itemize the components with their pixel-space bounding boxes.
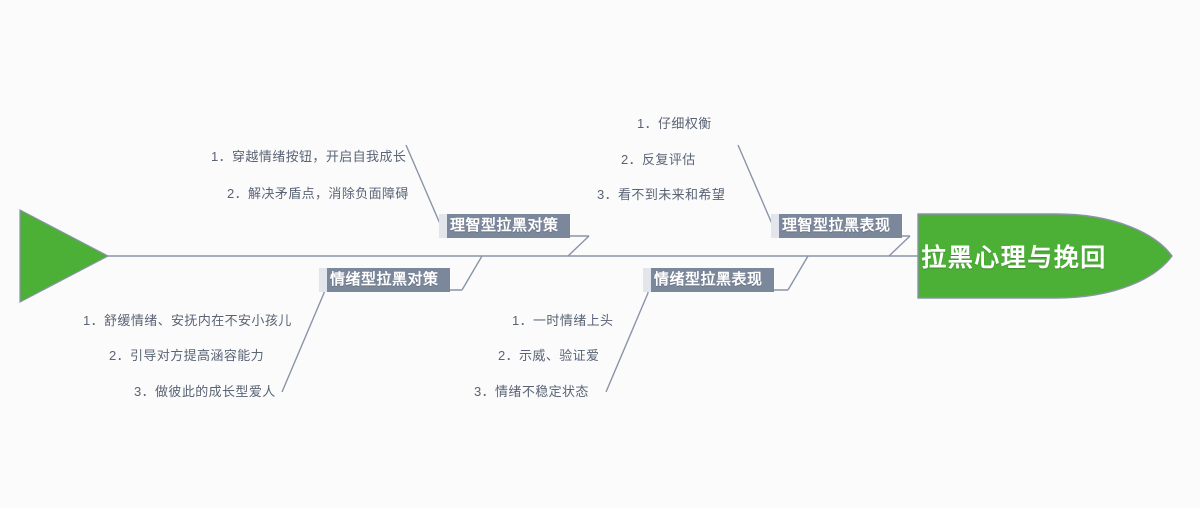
leaf-item-rational-manifestation-3: 3．看不到未来和希望 [597, 187, 726, 202]
branch-connector-rational-countermeasure [567, 235, 590, 257]
branch-connector-emotional-manifestation [787, 255, 809, 291]
leaf-item-emotional-countermeasure-1: 1．舒缓情绪、安抚内在不安小孩儿 [83, 313, 292, 328]
leaf-item-emotional-countermeasure-2: 2．引导对方提高涵容能力 [109, 348, 265, 363]
fish-tail-shape [19, 209, 110, 303]
category-label-emotional-countermeasure[interactable]: 情绪型拉黑对策 [319, 268, 450, 292]
category-label-text: 理智型拉黑对策 [450, 217, 559, 234]
branch-connector-emotional-countermeasure [461, 255, 483, 291]
fish-head-shape [917, 213, 1173, 299]
category-label-text: 情绪型拉黑对策 [330, 271, 439, 288]
branch-connector-rational-manifestation [888, 235, 911, 257]
fish-head: 拉黑心理与挽回 [916, 212, 1174, 300]
branch-line-emotional-countermeasure [281, 290, 325, 393]
category-label-rational-manifestation[interactable]: 理智型拉黑表现 [771, 214, 902, 238]
branch-line-emotional-manifestation [605, 290, 649, 393]
category-label-text: 情绪型拉黑表现 [654, 271, 763, 288]
leaf-item-emotional-manifestation-1: 1．一时情绪上头 [512, 313, 614, 328]
category-label-emotional-manifestation[interactable]: 情绪型拉黑表现 [643, 268, 774, 292]
category-label-text: 理智型拉黑表现 [782, 217, 891, 234]
category-label-rational-countermeasure[interactable]: 理智型拉黑对策 [439, 214, 570, 238]
leaf-item-rational-manifestation-2: 2．反复评估 [621, 152, 696, 167]
leaf-item-emotional-manifestation-3: 3．情绪不稳定状态 [474, 384, 589, 399]
leaf-item-rational-countermeasure-1: 1．穿越情绪按钮，开启自我成长 [211, 149, 407, 164]
leaf-item-emotional-manifestation-2: 2．示威、验证爱 [498, 348, 600, 363]
leaf-item-rational-countermeasure-2: 2．解决矛盾点，消除负面障碍 [227, 186, 409, 201]
leaf-item-rational-manifestation-1: 1．仔细权衡 [637, 116, 712, 131]
leaf-item-emotional-countermeasure-3: 3．做彼此的成长型爱人 [134, 384, 276, 399]
